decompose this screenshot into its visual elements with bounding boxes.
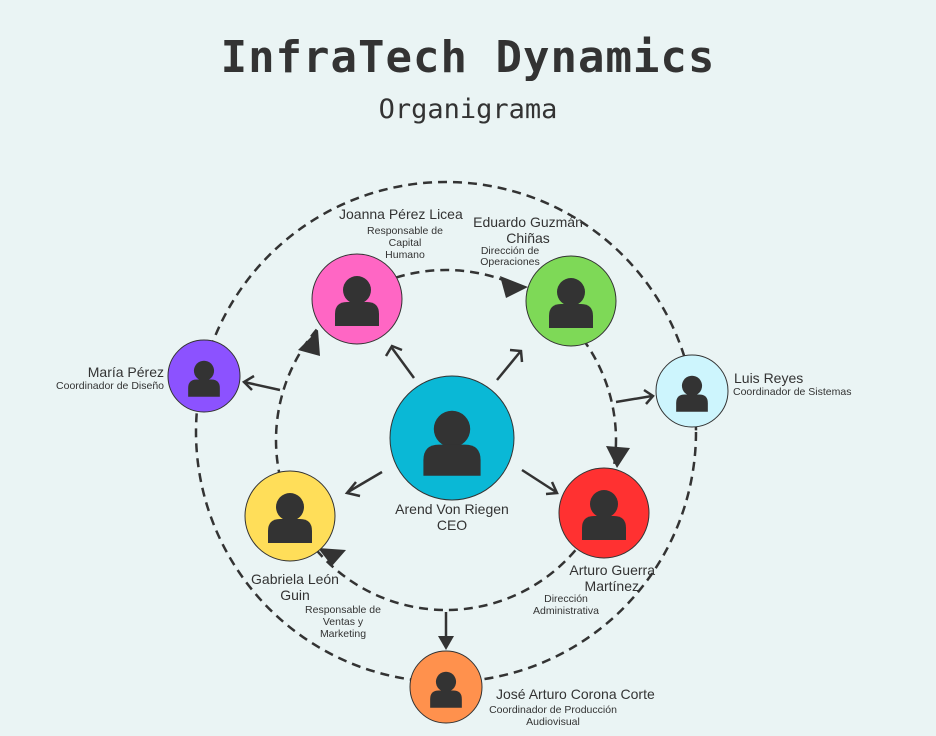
arrow-ceo-joanna — [390, 347, 416, 379]
node-gabriela — [244, 470, 336, 562]
arrow-eduardo-luis — [615, 394, 653, 404]
page-subtitle: Organigrama — [378, 94, 558, 125]
cycle-arrow-eduardo-arturo — [606, 446, 630, 468]
arrow-ceo-eduardo — [496, 351, 521, 381]
page-title: InfraTech Dynamics — [220, 32, 716, 83]
node-luis — [655, 354, 729, 428]
cycle-arrow-arturo-gabriela — [318, 548, 346, 566]
arturo-role-2: Administrativa — [533, 605, 599, 617]
gabriela-role-3: Marketing — [319, 628, 367, 640]
node-joanna — [311, 253, 403, 345]
cycle-arrow-gabriela-joanna — [298, 330, 320, 356]
jose-role-1: Coordinador de Producción — [489, 704, 617, 716]
arturo-name-2: Martínez — [584, 578, 639, 594]
arturo-name-1: Arturo Guerra — [569, 562, 655, 578]
eduardo-name-1: Eduardo Guzmán — [473, 214, 583, 230]
luis-name: Luis Reyes — [734, 370, 804, 386]
arturo-role-1: Dirección — [544, 593, 588, 605]
joanna-role-2: Capital — [388, 237, 422, 249]
node-ceo — [389, 375, 515, 501]
node-maria — [167, 339, 241, 413]
eduardo-role-1: Dirección de — [480, 245, 540, 257]
maria-name: María Pérez — [87, 364, 164, 380]
gabriela-name-2: Guin — [280, 587, 310, 603]
arrow-ceo-gabriela — [347, 470, 383, 494]
gabriela-name-1: Gabriela León — [251, 571, 339, 587]
jose-name: José Arturo Corona Corte — [496, 686, 655, 702]
maria-role: Coordinador de Diseño — [56, 380, 164, 392]
ceo-name: Arend Von Riegen — [395, 501, 509, 517]
gabriela-role-1: Responsable de — [305, 604, 381, 616]
gabriela-role-2: Ventas y — [322, 616, 364, 628]
joanna-role-1: Responsable de — [367, 225, 443, 237]
cycle-arrow-joanna-eduardo — [500, 276, 528, 298]
eduardo-name-2: Chiñas — [506, 230, 550, 246]
arrow-ceo-arturo — [521, 468, 557, 494]
arrow-joanna-maria — [243, 380, 281, 392]
jose-role-2: Audiovisual — [526, 716, 580, 728]
eduardo-role-2: Operaciones — [480, 256, 540, 268]
node-arturo — [558, 467, 650, 559]
inner-ring — [274, 268, 618, 612]
node-eduardo — [525, 255, 617, 347]
node-jose — [409, 650, 483, 724]
joanna-name: Joanna Pérez Licea — [339, 206, 463, 222]
ceo-title: CEO — [436, 517, 468, 533]
joanna-role-3: Humano — [385, 249, 425, 261]
luis-role: Coordinador de Sistemas — [733, 386, 852, 398]
